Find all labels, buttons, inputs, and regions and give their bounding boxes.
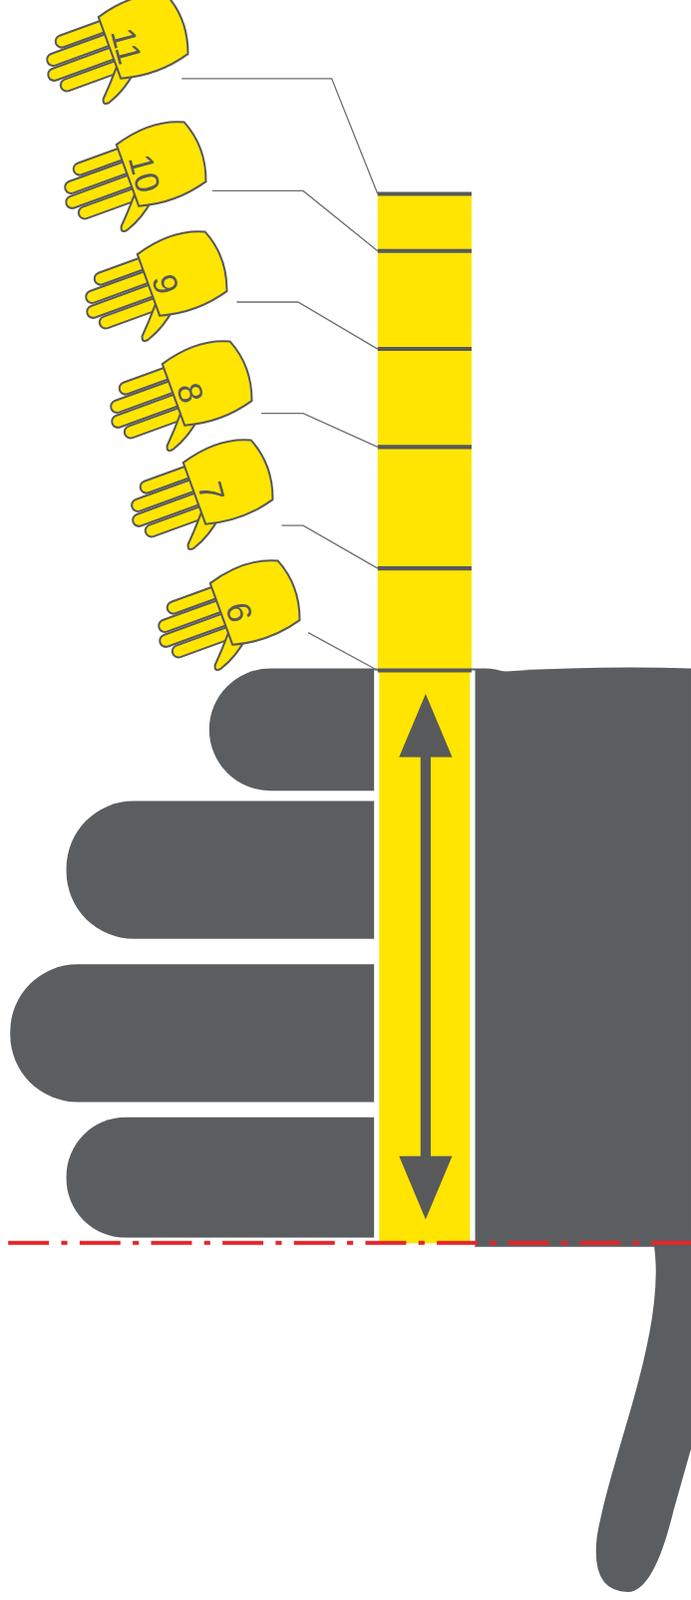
hand-palm bbox=[114, 112, 214, 211]
leader-line bbox=[236, 302, 377, 349]
glove bbox=[9, 668, 691, 1593]
base-line bbox=[7, 1241, 691, 1246]
leader-line bbox=[181, 78, 378, 195]
tick bbox=[377, 346, 472, 351]
size-hand: 6 bbox=[149, 561, 304, 664]
ruler-edge bbox=[469, 671, 475, 1247]
leader-line bbox=[282, 525, 378, 569]
ruler-ticks bbox=[377, 193, 472, 671]
ruler-edge bbox=[373, 671, 379, 1247]
measure-arrow bbox=[398, 693, 452, 1220]
hand-outline bbox=[145, 551, 313, 686]
tick bbox=[377, 249, 472, 254]
hand-palm bbox=[160, 332, 260, 430]
tick bbox=[377, 566, 472, 571]
hand-outline bbox=[117, 430, 285, 565]
hand-palm bbox=[135, 223, 235, 322]
size-hand: 8 bbox=[101, 342, 256, 444]
arrow-head bbox=[398, 693, 452, 757]
size-hand: 10 bbox=[55, 122, 210, 225]
size-hand: 7 bbox=[122, 440, 277, 543]
arrow-head bbox=[398, 1156, 452, 1220]
hand-outline bbox=[51, 112, 219, 247]
leader-line bbox=[212, 190, 378, 251]
thumb bbox=[596, 1240, 691, 1593]
tick bbox=[377, 444, 472, 449]
hand-palm bbox=[181, 430, 281, 529]
size-hand: 9 bbox=[76, 232, 231, 335]
ruler bbox=[377, 193, 472, 1245]
arrow-shaft bbox=[420, 744, 431, 1164]
hand-palm bbox=[208, 551, 308, 650]
palm bbox=[474, 668, 691, 1248]
hand-palm bbox=[96, 0, 196, 83]
leader-line bbox=[261, 413, 378, 448]
leader-line bbox=[308, 633, 378, 672]
size-hand: 11 bbox=[37, 0, 192, 97]
tick bbox=[377, 191, 472, 196]
hand-outline bbox=[71, 223, 239, 357]
hand-outline bbox=[32, 0, 200, 119]
ruler-border bbox=[374, 671, 475, 1247]
tick bbox=[377, 668, 472, 673]
